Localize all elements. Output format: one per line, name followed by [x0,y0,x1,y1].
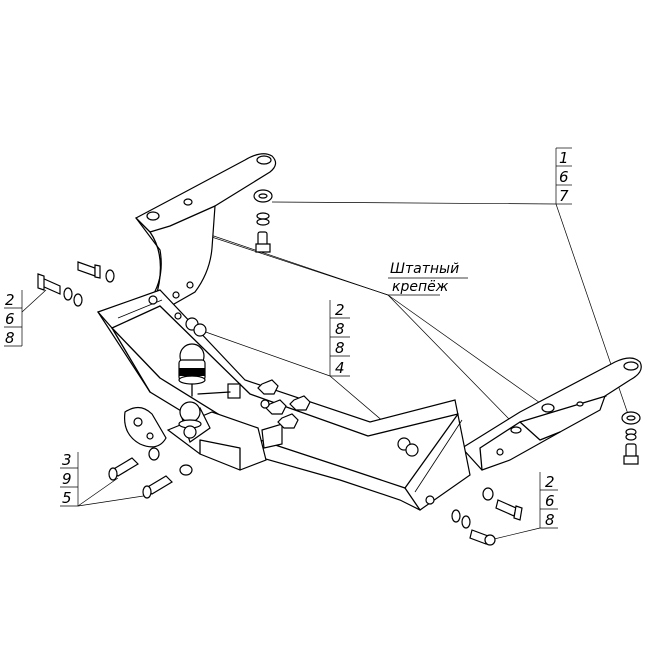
callout-center-num-2: 8 [335,320,345,338]
cross-beam [97,289,471,511]
callout-center-num-4: 4 [335,359,345,377]
bottom-left-hardware [108,447,193,499]
right-hardware-stack [621,411,641,465]
right-mounting-bracket [461,357,642,471]
callout-bottom-left-num-3: 5 [62,489,72,507]
callout-bottom-right-num-2: 6 [545,492,555,510]
note-line-2: крепёж [392,279,449,295]
callout-bottom-left: 3 9 5 [60,451,79,507]
callout-left-num-3: 8 [5,329,15,347]
callout-top-right-num-1: 1 [559,149,569,167]
callout-center-num-3: 8 [335,339,345,357]
callout-left: 2 6 8 [4,290,23,347]
center-nuts [397,437,419,457]
top-hardware-stack [253,189,273,253]
callout-bottom-left-num-1: 3 [62,451,72,469]
beam-nuts [257,379,311,429]
note-line-1: Штатный [390,261,459,277]
callout-bottom-left-num-2: 9 [62,470,72,488]
ball-mount [123,383,283,471]
callout-center-num-1: 2 [335,301,345,319]
callout-left-num-2: 6 [5,310,15,328]
callout-bottom-right: 2 6 8 [539,472,558,529]
callout-top-right-num-3: 7 [559,187,569,205]
callout-top-right-num-2: 6 [559,168,569,186]
standard-fasteners-note: Штатный крепёж [388,261,468,296]
callout-top-right: 1 6 7 [555,147,572,205]
callout-center: 2 8 8 4 [329,300,350,377]
left-hardware [37,261,207,337]
callout-bottom-right-num-3: 8 [545,511,555,529]
callout-left-num-1: 2 [5,291,15,309]
bottom-right-hardware [451,487,523,546]
tow-ball-detached [178,343,206,397]
leader-lines [21,201,631,541]
callout-bottom-right-num-1: 2 [545,473,555,491]
left-mounting-bracket [135,153,277,313]
